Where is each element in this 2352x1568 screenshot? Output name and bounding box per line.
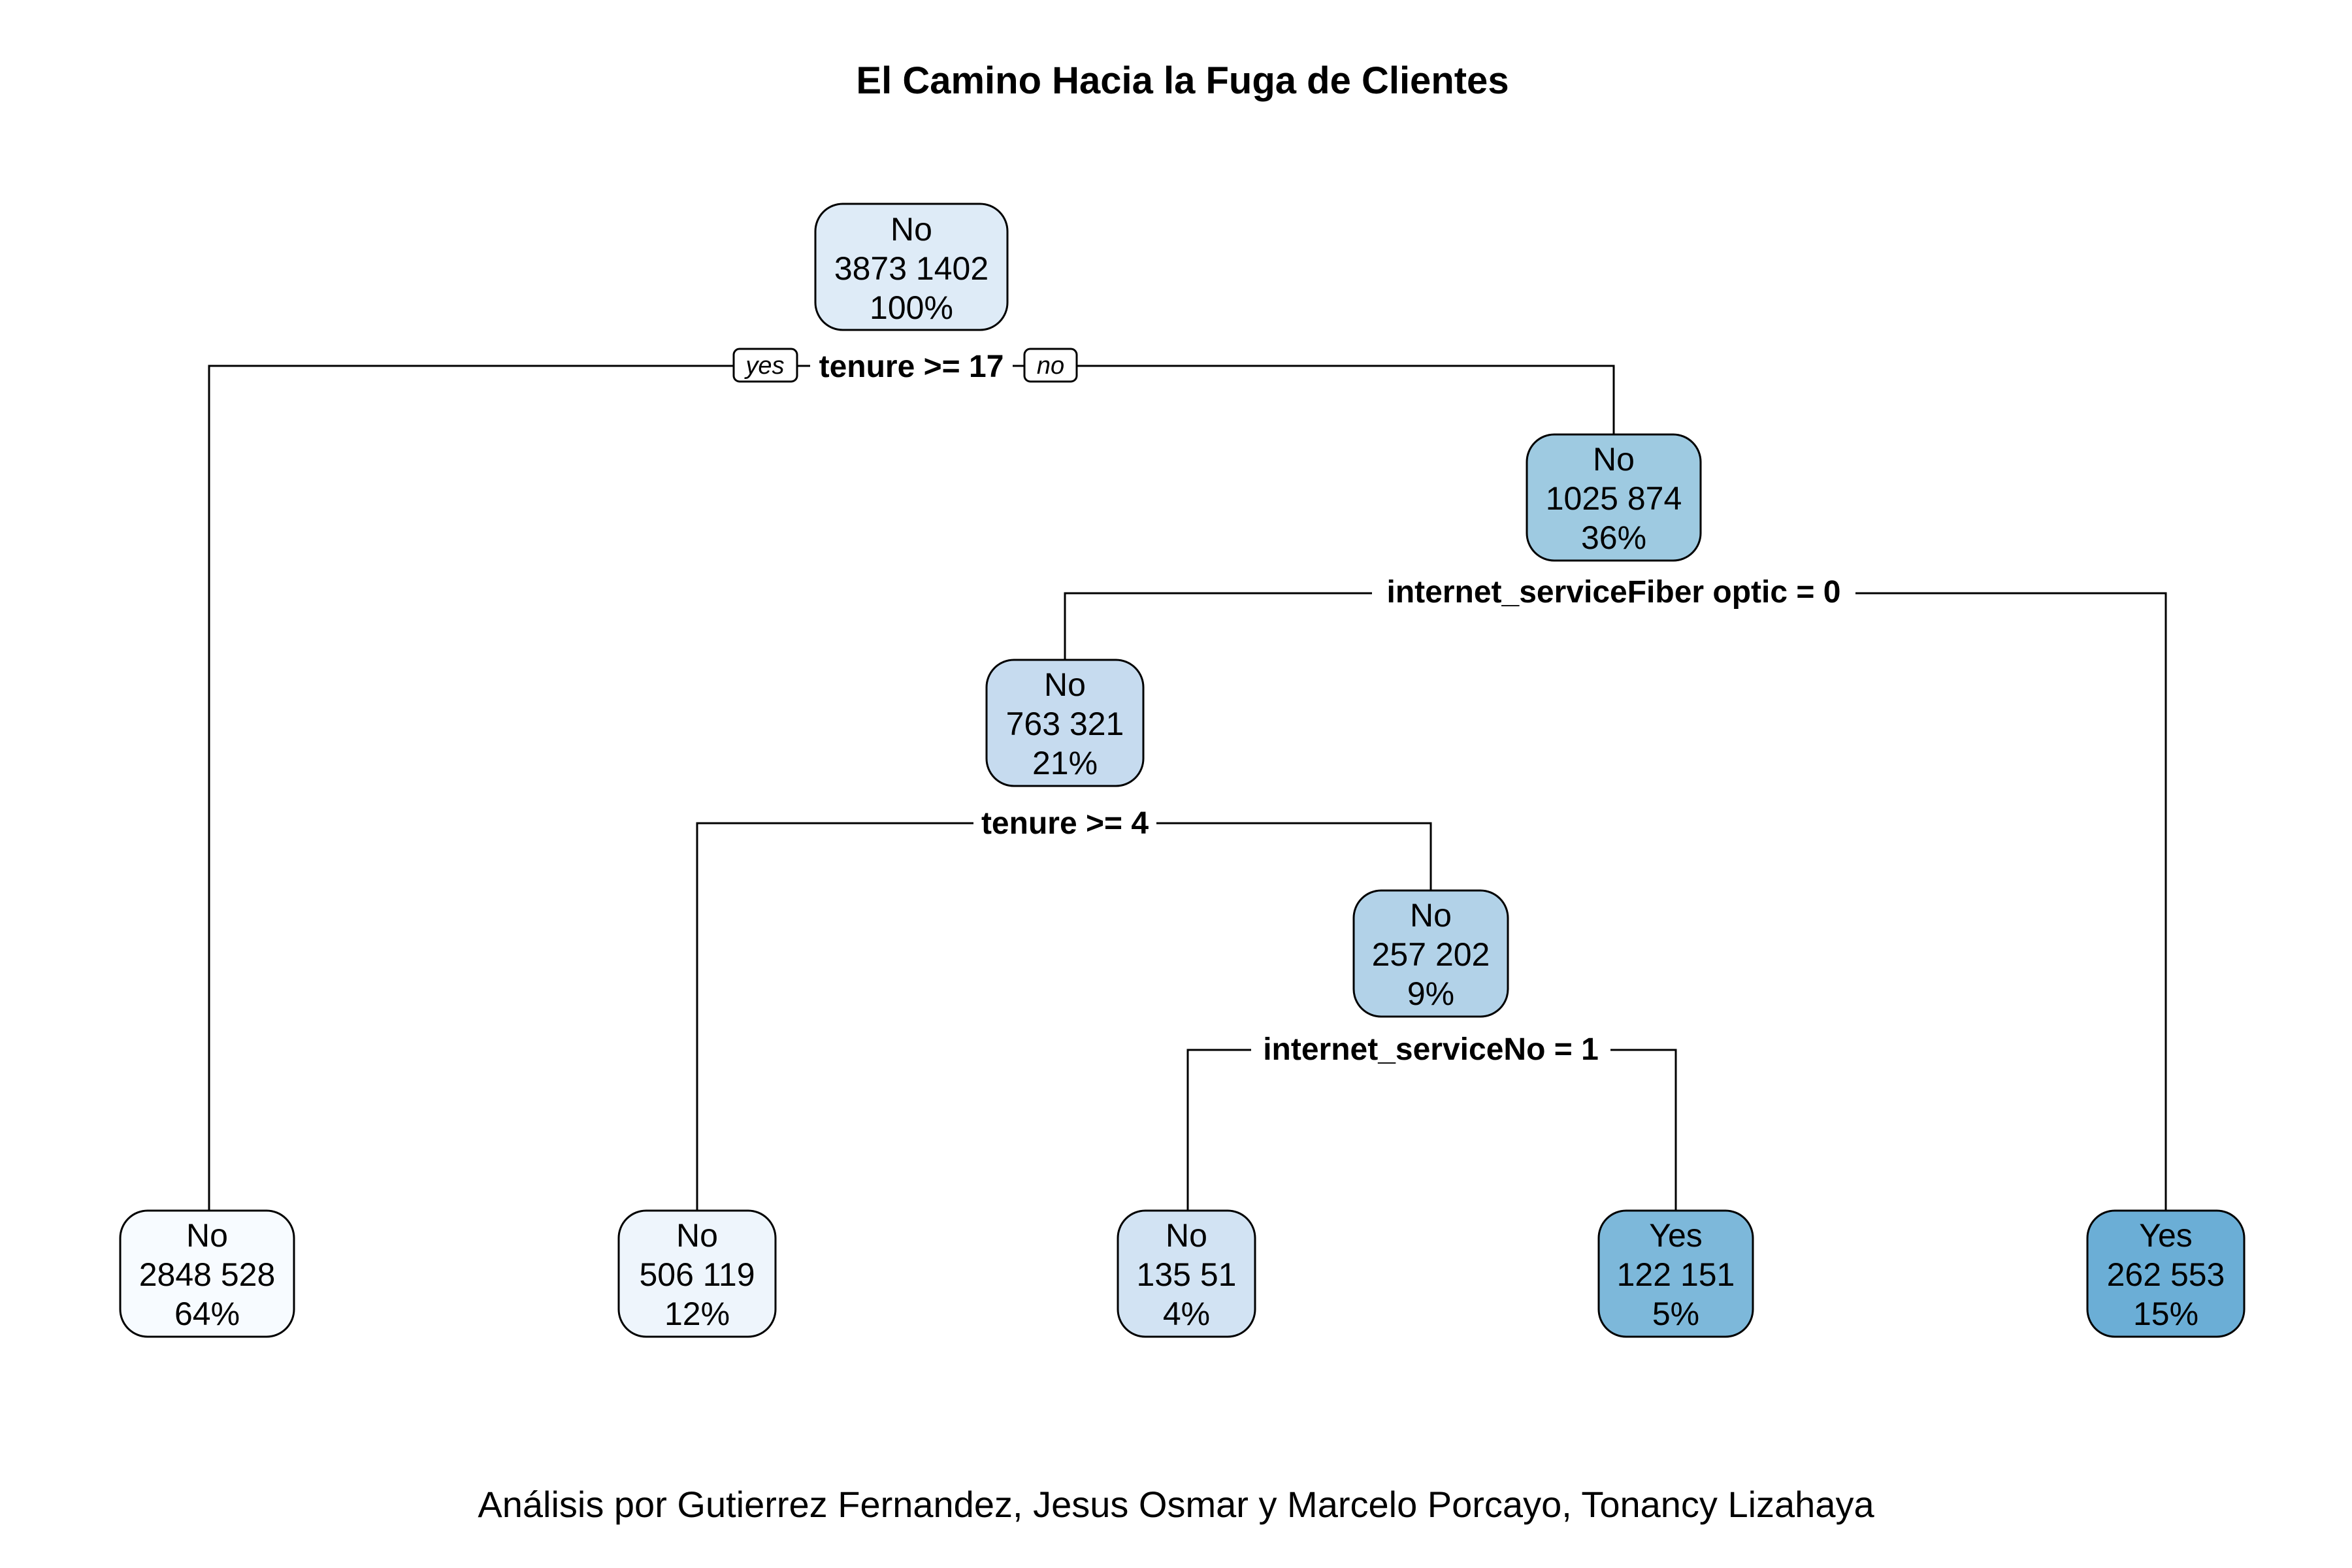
node-percent: 21% <box>1032 745 1098 781</box>
node-counts: 2848 528 <box>139 1256 276 1293</box>
node-box <box>119 1209 295 1338</box>
node-box <box>985 659 1145 787</box>
node-class-label: No <box>676 1217 718 1254</box>
edge-n3-n5 <box>1614 592 2167 1211</box>
node-percent: 9% <box>1407 975 1454 1012</box>
edge-n1-n3 <box>911 365 1615 434</box>
node-box <box>2086 1209 2246 1338</box>
diagram-title: El Camino Hacia la Fuga de Clientes <box>856 59 1509 102</box>
tree-node: No 1025 874 36% <box>1526 433 1702 562</box>
node-counts: 506 119 <box>639 1256 755 1293</box>
node-box <box>1597 1209 1754 1338</box>
tree-edges <box>208 365 2167 1211</box>
node-percent: 4% <box>1163 1296 1210 1332</box>
node-box <box>814 203 1009 331</box>
tree-node: Yes 122 151 5% <box>1597 1209 1754 1338</box>
node-percent: 15% <box>2133 1296 2198 1332</box>
tree-node: No 763 321 21% <box>985 659 1145 787</box>
split-label-internet-no: internet_serviceNo = 1 <box>1263 1032 1599 1067</box>
edge-n4-n7 <box>1065 822 1432 890</box>
split-label-tenure-4: tenure >= 4 <box>981 806 1149 841</box>
node-percent: 64% <box>174 1296 240 1332</box>
node-counts: 763 321 <box>1006 706 1124 742</box>
split-label-fiber-optic: internet_serviceFiber optic = 0 <box>1387 575 1841 610</box>
split-label-tenure-17: tenure >= 17 <box>819 350 1004 384</box>
node-class-label: Yes <box>2139 1217 2193 1254</box>
node-box <box>1352 889 1509 1018</box>
node-class-label: Yes <box>1649 1217 1703 1254</box>
node-box <box>1526 433 1702 562</box>
tree-node: No 506 119 12% <box>617 1209 777 1338</box>
node-class-label: No <box>890 211 932 248</box>
tree-node: No 3873 1402 100% <box>814 203 1009 331</box>
no-tag-box <box>1023 348 1078 383</box>
node-box <box>1117 1209 1256 1338</box>
yes-tag-box <box>732 348 798 383</box>
tree-node: No 257 202 9% <box>1352 889 1509 1018</box>
split-labels: tenure >= 17 internet_serviceFiber optic… <box>810 346 1855 1070</box>
yes-tag-label: yes <box>743 352 784 380</box>
edge-n1-n2 <box>208 365 911 1211</box>
node-counts: 257 202 <box>1372 936 1490 973</box>
node-counts: 122 151 <box>1617 1256 1735 1293</box>
no-tag-label: no <box>1037 352 1064 380</box>
edge-n4-n6 <box>696 822 1065 1211</box>
node-counts: 1025 874 <box>1546 480 1682 517</box>
node-class-label: No <box>186 1217 228 1254</box>
node-class-label: No <box>1593 441 1635 478</box>
node-percent: 5% <box>1652 1296 1699 1332</box>
node-counts: 3873 1402 <box>834 250 988 287</box>
node-class-label: No <box>1044 666 1086 703</box>
edge-n7-n8 <box>1186 1049 1431 1211</box>
authors-caption: Análisis por Gutierrez Fernandez, Jesus … <box>478 1484 1874 1525</box>
node-percent: 36% <box>1581 519 1646 556</box>
tree-node: Yes 262 553 15% <box>2086 1209 2246 1338</box>
branch-tags: yes no <box>732 348 1078 383</box>
node-class-label: No <box>1410 897 1452 934</box>
node-box <box>617 1209 777 1338</box>
node-class-label: No <box>1166 1217 1207 1254</box>
node-percent: 100% <box>870 289 953 326</box>
edge-n7-n9 <box>1431 1049 1677 1211</box>
node-counts: 135 51 <box>1137 1256 1237 1293</box>
node-counts: 262 553 <box>2107 1256 2225 1293</box>
tree-node: No 2848 528 64% <box>119 1209 295 1338</box>
tree-nodes: No 3873 1402 100% No 2848 528 64% No 102… <box>119 203 2246 1338</box>
tree-node: No 135 51 4% <box>1117 1209 1256 1338</box>
node-percent: 12% <box>664 1296 730 1332</box>
